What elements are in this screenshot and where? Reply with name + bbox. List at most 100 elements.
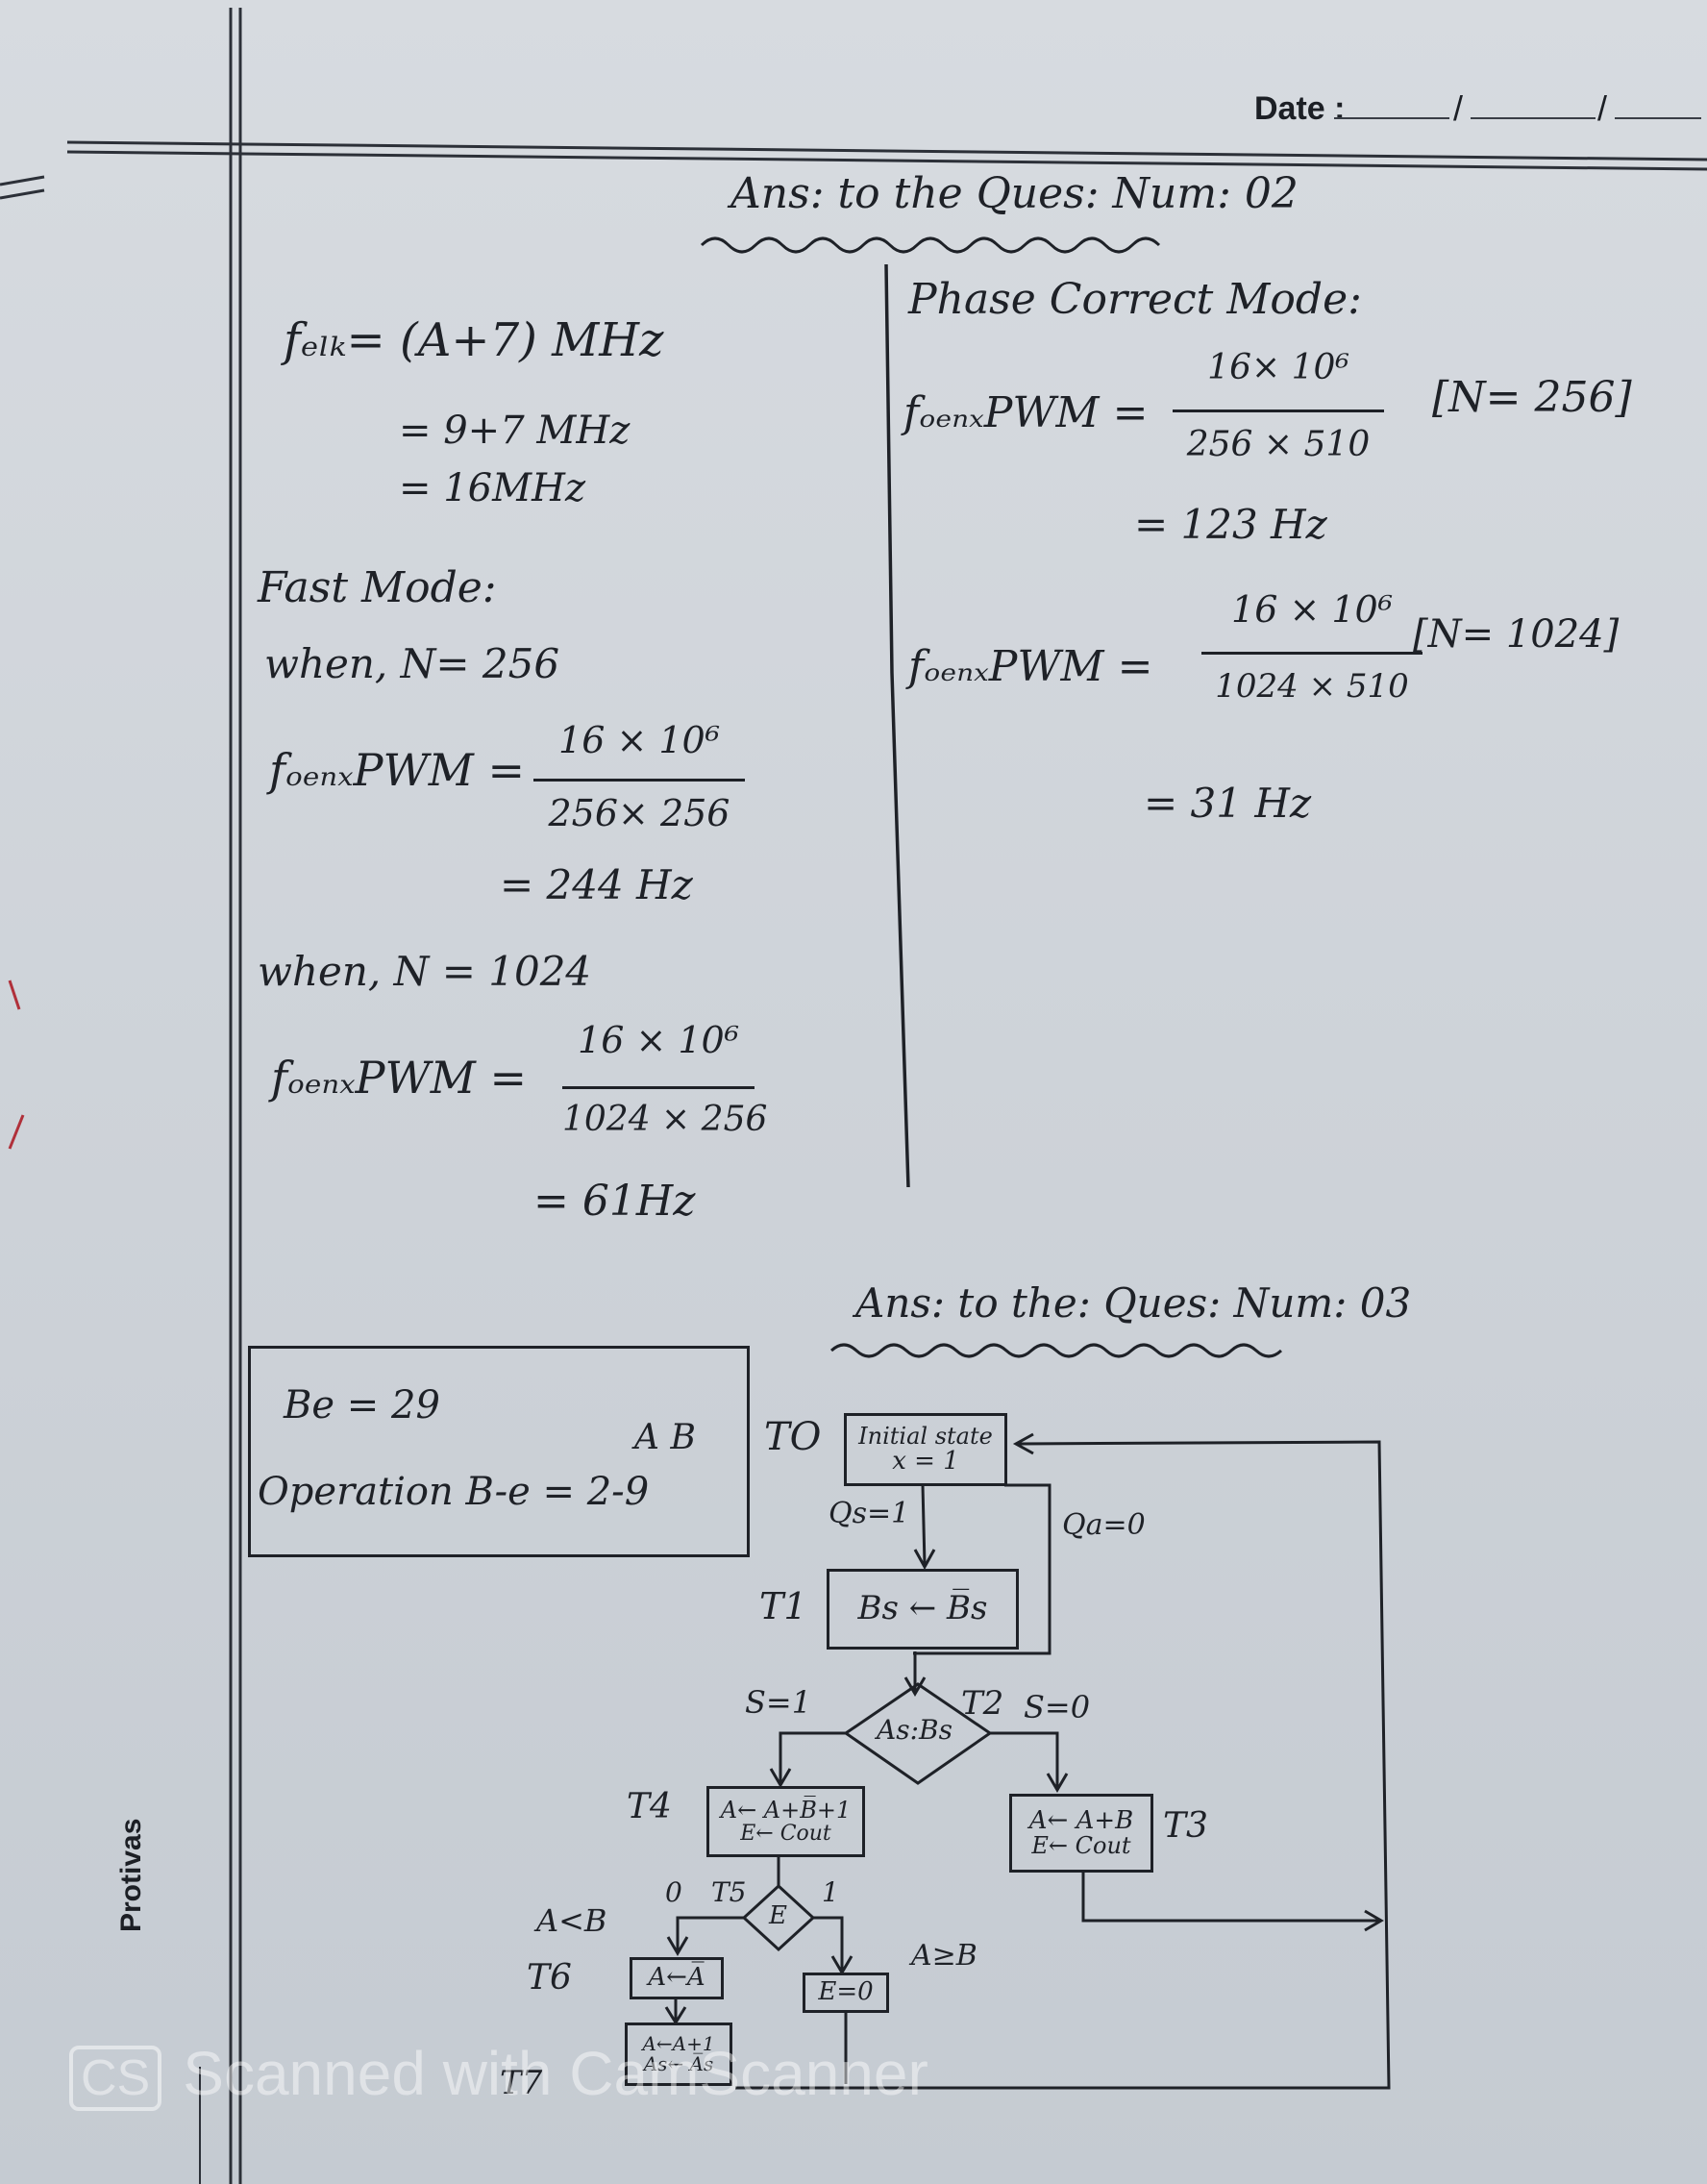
t0-label: TO xyxy=(764,1415,822,1459)
camscanner-watermark: CS Scanned with CamScanner xyxy=(69,2038,928,2111)
t7-label: T7 xyxy=(500,2064,543,2102)
margin-tick-2 xyxy=(8,1114,25,1150)
header-line-top xyxy=(66,140,1707,161)
fast-case2-lhs: fₒₑₙₓPWM = xyxy=(271,1052,528,1104)
header-line-bottom xyxy=(66,150,1707,171)
margin-tick-1 xyxy=(8,980,21,1010)
fraction-bar xyxy=(1173,410,1384,412)
e0-box: E=0 xyxy=(803,1973,889,2013)
fast-case1-when: when, N= 256 xyxy=(264,640,560,687)
decision-label: As:Bs xyxy=(877,1714,952,1746)
t1-label: T1 xyxy=(759,1585,807,1627)
t3-line-2: E← Cout xyxy=(1031,1832,1131,1860)
initial-state-line-2: x = 1 xyxy=(892,1446,959,1476)
decision-diamond xyxy=(843,1682,993,1785)
t7-box: A←A+1 As← A̅s xyxy=(625,2023,732,2086)
fast-case1-fraction: 16 × 10⁶ 256× 256 xyxy=(533,719,745,844)
clock-line-3: = 16MHz xyxy=(399,466,586,510)
date-line-year xyxy=(1615,117,1701,119)
date-slash-1: / xyxy=(1453,88,1464,128)
given-ab-labels: A B xyxy=(634,1418,696,1457)
t3-line-1: A← A+B xyxy=(1028,1805,1134,1835)
clock-line-1: fₑₗₖ= (A+7) MHz xyxy=(284,313,664,367)
given-line-1: Be = 29 xyxy=(284,1383,440,1427)
watermark-text: Scanned with CamScanner xyxy=(183,2039,928,2108)
q3-title: Ans: to the: Ques: Num: 03 xyxy=(855,1279,1412,1327)
phase-case1-lhs: fₒₑₙₓPWM = xyxy=(903,388,1149,437)
phase-case1-result: = 123 Hz xyxy=(1134,501,1327,548)
t5-zero-label: 0 xyxy=(665,1876,682,1908)
given-box xyxy=(248,1346,750,1557)
phase-case2-numerator: 16 × 10⁶ xyxy=(1231,588,1393,631)
t4-line-1: A← A+B̅+1 xyxy=(720,1796,852,1824)
fast-case2-numerator: 16 × 10⁶ xyxy=(578,1019,739,1061)
fast-case2-when: when, N = 1024 xyxy=(258,948,592,995)
arrow-t5-to-e0 xyxy=(813,1916,844,1971)
s1-label: S=1 xyxy=(745,1684,812,1721)
q3-title-underline xyxy=(829,1343,1283,1358)
date-line-month xyxy=(1471,117,1596,119)
s0-label: S=0 xyxy=(1024,1689,1091,1725)
date-label: Date : xyxy=(1254,90,1346,127)
camscanner-logo: CS xyxy=(69,2046,162,2111)
a-lt-b-label: A<B xyxy=(536,1902,607,1939)
t5-e-label: E xyxy=(769,1901,787,1930)
q2-title-underline xyxy=(700,236,1161,254)
qa0-label: Qa=0 xyxy=(1062,1508,1146,1542)
t6-label: T6 xyxy=(527,1958,572,1998)
fraction-bar xyxy=(533,779,745,782)
arrow-init-to-t1 xyxy=(921,1484,927,1566)
line-qa0-branch xyxy=(913,1483,1051,1655)
q2-title: Ans: to the Ques: Num: 02 xyxy=(730,169,1299,218)
phase-case1-fraction: 16× 10⁶ 256 × 510 xyxy=(1173,348,1384,473)
t5-one-label: 1 xyxy=(822,1876,839,1908)
arrow-s1-to-t4 xyxy=(779,1731,846,1783)
column-divider xyxy=(884,263,910,1188)
fast-case2-fraction: 16 × 10⁶ 1024 × 256 xyxy=(562,1019,768,1144)
fast-mode-heading: Fast Mode: xyxy=(258,563,497,612)
initial-state-line-1: Initial state xyxy=(858,1422,993,1450)
t2-label: T2 xyxy=(961,1684,1004,1723)
qs1-label: Qs=1 xyxy=(829,1497,910,1530)
fraction-bar xyxy=(562,1086,755,1089)
arrow-t5-to-t6 xyxy=(676,1916,744,1951)
a-ge-b-label: A≥B xyxy=(911,1939,977,1973)
margin-name: Protivas xyxy=(115,1818,147,1932)
fast-case1-numerator: 16 × 10⁶ xyxy=(558,719,720,761)
margin-scribble xyxy=(0,175,45,200)
flowchart-lines xyxy=(664,1432,1391,2090)
t7-line-2: As← A̅s xyxy=(643,2052,714,2075)
phase-case2-denominator: 1024 × 510 xyxy=(1215,667,1409,706)
fast-case2-denominator: 1024 × 256 xyxy=(562,1100,768,1139)
fast-case1-result: = 244 Hz xyxy=(500,861,693,908)
phase-case1-numerator: 16× 10⁶ xyxy=(1207,348,1349,387)
phase-case2-lhs: fₒₑₙₓPWM = xyxy=(908,642,1153,691)
t3-box: A← A+B E← Cout xyxy=(1009,1794,1153,1873)
phase-case2-result: = 31 Hz xyxy=(1144,780,1312,827)
given-line-2: Operation B-e = 2-9 xyxy=(258,1470,650,1514)
fast-case1-lhs: fₒₑₙₓPWM = xyxy=(269,744,526,796)
fast-case1-denominator: 256× 256 xyxy=(548,792,730,834)
clock-line-2: = 9+7 MHz xyxy=(399,409,631,453)
phase-case1-denominator: 256 × 510 xyxy=(1186,425,1371,464)
fraction-bar xyxy=(1201,652,1422,655)
t3-label: T3 xyxy=(1163,1806,1208,1846)
phase-case1-n: [N= 256] xyxy=(1432,373,1632,422)
initial-state-box: Initial state x = 1 xyxy=(844,1413,1007,1486)
phase-case2-n: [N= 1024] xyxy=(1413,612,1620,657)
date-line-day xyxy=(1334,117,1449,119)
t6-box: A←A̅ xyxy=(630,1957,724,1999)
line-t3-to-loop xyxy=(1081,1873,1379,1923)
t7-line-1: A←A+1 xyxy=(642,2032,715,2055)
arrow-s0-to-t3 xyxy=(990,1731,1059,1788)
date-slash-2: / xyxy=(1597,88,1608,128)
t4-label: T4 xyxy=(627,1787,672,1826)
t1-box: Bs ← B̅s xyxy=(827,1569,1019,1650)
t4-line-2: E← Cout xyxy=(740,1822,831,1847)
t5-label: T5 xyxy=(711,1876,747,1908)
fast-case2-result: = 61Hz xyxy=(533,1177,696,1226)
phase-case2-fraction: 16 × 10⁶ 1024 × 510 xyxy=(1201,588,1422,723)
phase-mode-heading: Phase Correct Mode: xyxy=(908,275,1362,324)
